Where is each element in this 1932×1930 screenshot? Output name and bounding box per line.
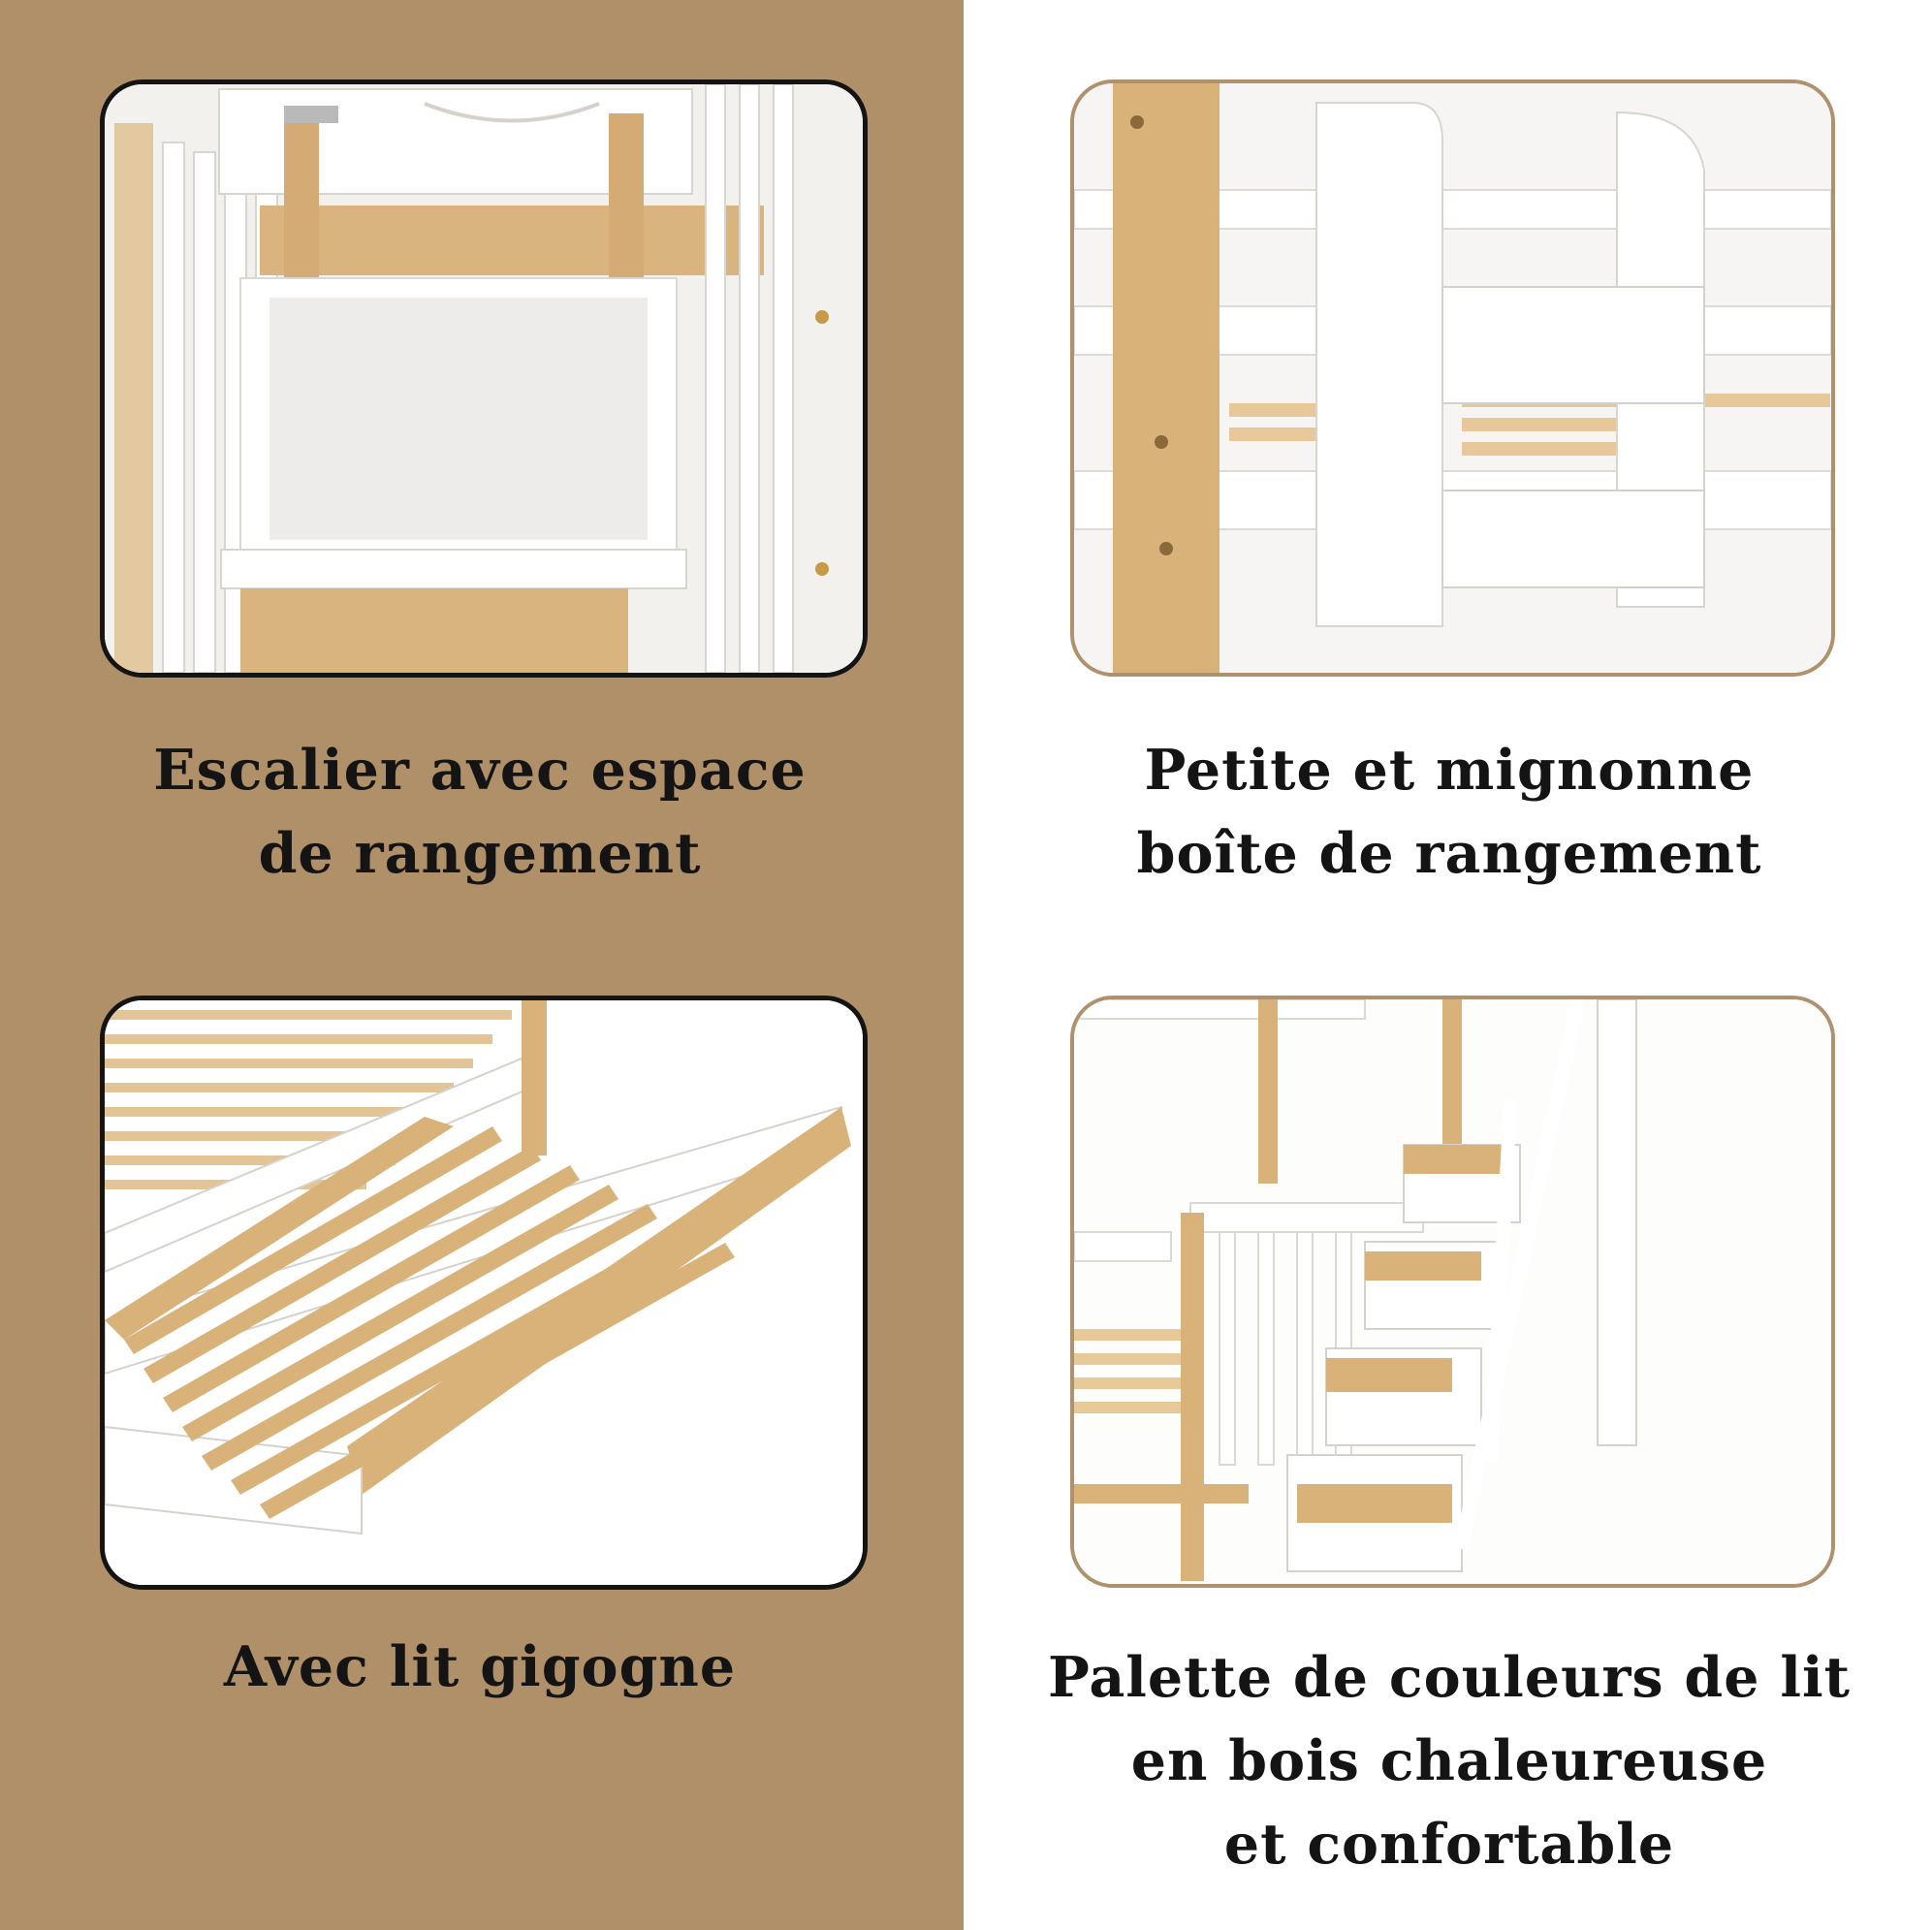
- caption-line: Escalier avec espace: [153, 738, 807, 803]
- caption-line: Avec lit gigogne: [223, 1634, 737, 1699]
- trundle-bed-photo: [100, 996, 868, 1590]
- caption-storage-box: Petite et mignonne boîte de rangement: [998, 729, 1900, 896]
- trundle-bed-illustration: [105, 1000, 863, 1585]
- warm-wood-palette-photo: [1070, 996, 1835, 1588]
- storage-stairs-photo: [100, 79, 868, 678]
- caption-wood-palette: Palette de couleurs de lit en bois chale…: [998, 1636, 1900, 1886]
- caption-storage-stairs: Escalier avec espace de rangement: [29, 729, 931, 896]
- small-storage-box-photo: [1070, 79, 1835, 677]
- bed-stairs-illustration: [1074, 999, 1831, 1584]
- storage-box-illustration: [1074, 83, 1831, 673]
- caption-line: Petite et mignonne: [1144, 738, 1755, 803]
- caption-line: boîte de rangement: [1136, 821, 1762, 886]
- caption-line: Palette de couleurs de lit: [1047, 1645, 1851, 1710]
- caption-trundle-bed: Avec lit gigogne: [29, 1626, 931, 1709]
- caption-line: et confortable: [1223, 1812, 1675, 1877]
- caption-line: de rangement: [258, 821, 702, 886]
- caption-line: en bois chaleureuse: [1130, 1728, 1768, 1793]
- storage-stairs-illustration: [105, 84, 863, 673]
